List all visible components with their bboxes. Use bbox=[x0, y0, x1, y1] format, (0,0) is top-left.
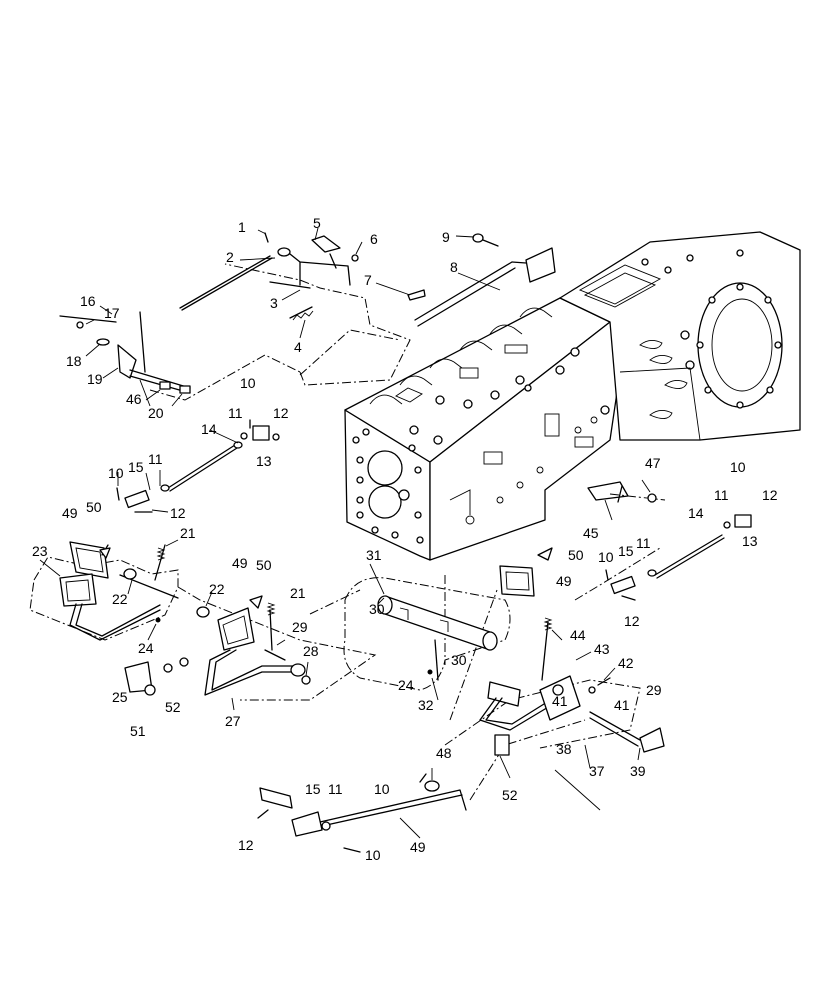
upper-linkage bbox=[59, 232, 556, 394]
callout-52: 52 bbox=[502, 787, 518, 803]
callout-40: 42 bbox=[618, 655, 634, 671]
callout-48: 49 bbox=[62, 505, 78, 521]
callout-31: 31 bbox=[366, 547, 382, 563]
callout-11c: 11 bbox=[636, 535, 651, 551]
callout-21: 21 bbox=[180, 525, 196, 541]
callout-48b: 49 bbox=[232, 555, 248, 571]
transmission-housing bbox=[344, 231, 801, 561]
callout-19: 19 bbox=[87, 371, 103, 387]
callout-leaders bbox=[39, 227, 651, 839]
callout-11d: 11 bbox=[714, 487, 729, 503]
callout-22b: 22 bbox=[209, 581, 225, 597]
callout-1: 1 bbox=[238, 219, 246, 235]
callout-24: 24 bbox=[138, 640, 154, 656]
callout-16: 16 bbox=[80, 293, 96, 309]
callout-39b: 41 bbox=[614, 697, 630, 713]
callout-18: 18 bbox=[66, 353, 82, 369]
callout-15b: 15 bbox=[618, 543, 634, 559]
callout-11: 11 bbox=[228, 405, 243, 421]
callout-30b: 30 bbox=[451, 652, 467, 668]
callout-49b: 50 bbox=[256, 557, 272, 573]
callout-4: 4 bbox=[294, 339, 302, 355]
callout-48c: 49 bbox=[556, 573, 572, 589]
callout-15: 15 bbox=[128, 459, 144, 475]
callout-13b: 13 bbox=[742, 533, 758, 549]
callout-41: 43 bbox=[594, 641, 610, 657]
callout-21b: 21 bbox=[290, 585, 306, 601]
callout-32: 32 bbox=[418, 697, 434, 713]
callout-5: 5 bbox=[313, 215, 321, 231]
callout-10: 10 bbox=[240, 375, 256, 391]
rods bbox=[116, 419, 752, 601]
callout-44: 47 bbox=[645, 455, 661, 471]
bottom-linkage bbox=[257, 773, 467, 853]
callout-10c: 10 bbox=[598, 549, 614, 565]
callout-14: 14 bbox=[201, 421, 217, 437]
callout-7: 7 bbox=[364, 272, 372, 288]
callout-9: 9 bbox=[442, 229, 450, 245]
callout-6: 6 bbox=[370, 231, 378, 247]
callout-49c: 50 bbox=[568, 547, 584, 563]
callout-10d: 10 bbox=[730, 459, 746, 475]
callout-11b: 11 bbox=[148, 451, 163, 467]
callout-15c: 15 bbox=[305, 781, 321, 797]
callout-10b: 10 bbox=[108, 465, 124, 481]
callout-29: 29 bbox=[292, 619, 308, 635]
callout-14b: 14 bbox=[688, 505, 704, 521]
misc-parts bbox=[99, 481, 657, 609]
callout-13: 13 bbox=[256, 453, 272, 469]
callout-12c: 12 bbox=[624, 613, 640, 629]
callout-11e: 11 bbox=[328, 781, 343, 797]
callout-labels: 1 2 3 4 5 6 7 8 9 10 11 12 13 14 10 15 1… bbox=[32, 215, 778, 863]
callout-12b: 12 bbox=[170, 505, 186, 521]
callout-30: 30 bbox=[369, 601, 385, 617]
callout-17: 17 bbox=[104, 305, 120, 321]
callout-29b: 29 bbox=[646, 682, 662, 698]
callout-50: 51 bbox=[130, 723, 146, 739]
callout-22: 22 bbox=[112, 591, 128, 607]
cross-shaft bbox=[377, 595, 498, 681]
callout-25: 25 bbox=[112, 689, 128, 705]
callout-24b: 24 bbox=[398, 677, 414, 693]
callout-49: 50 bbox=[86, 499, 102, 515]
callout-8: 8 bbox=[450, 259, 458, 275]
callout-3: 3 bbox=[270, 295, 278, 311]
callout-38: 39 bbox=[630, 763, 646, 779]
callout-37: 38 bbox=[556, 741, 572, 757]
callout-10f: 10 bbox=[365, 847, 381, 863]
callout-43: 45 bbox=[583, 525, 599, 541]
callout-2: 2 bbox=[226, 249, 234, 265]
callout-27: 27 bbox=[225, 713, 241, 729]
callout-39: 41 bbox=[552, 693, 568, 709]
left-pedals bbox=[59, 541, 311, 696]
callout-45: 46 bbox=[126, 391, 142, 407]
callout-12: 12 bbox=[273, 405, 289, 421]
right-pedal bbox=[479, 565, 665, 756]
callout-28: 28 bbox=[303, 643, 319, 659]
callout-47: 48 bbox=[436, 745, 452, 761]
callout-51: 52 bbox=[165, 699, 181, 715]
callout-42: 44 bbox=[570, 627, 586, 643]
callout-10e: 10 bbox=[374, 781, 390, 797]
callout-46: 49 bbox=[410, 839, 426, 855]
callout-12e: 12 bbox=[238, 837, 254, 853]
callout-20: 20 bbox=[148, 405, 164, 421]
callout-34: 37 bbox=[589, 763, 605, 779]
callout-23: 23 bbox=[32, 543, 48, 559]
callout-12d: 12 bbox=[762, 487, 778, 503]
